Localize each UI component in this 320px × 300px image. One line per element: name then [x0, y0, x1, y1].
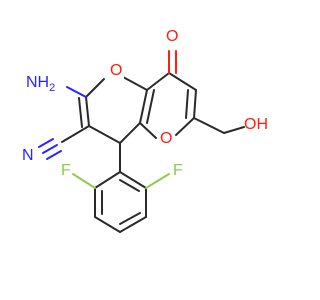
- amino-label: NH2: [26, 74, 55, 94]
- bond-c8a-c8: [146, 72, 170, 91]
- bond-nitrile-triple-2: [46, 150, 62, 160]
- nitrile-nitrogen-label: N: [22, 147, 34, 164]
- bond-ar6-f: [145, 173, 170, 189]
- bond-c3-cn: [61, 125, 90, 143]
- bond-c4a-c8a-double: [146, 89, 155, 124]
- fluorine-right-label: F: [173, 162, 183, 179]
- bond-c4a-c8a: [139, 89, 148, 124]
- bond-c8-c7: [168, 72, 197, 91]
- bond-ar1-ar2: [94, 171, 121, 189]
- bond-ar4-ar5: [119, 216, 147, 233]
- bond-c2-c3-double: [78, 97, 83, 128]
- bond-ar6-ar1-double: [119, 179, 140, 192]
- bond-ar6-ar1: [119, 171, 147, 189]
- bond-o1-c8a: [122, 76, 148, 91]
- hydroxyl-label: OH: [244, 116, 268, 133]
- chemical-structure-diagram: NH2 O O O OH N F F: [22, 28, 268, 233]
- bond-ar2-f: [72, 173, 96, 189]
- bond-ch2-oh: [223, 126, 245, 134]
- carbonyl-oxygen-label: O: [166, 28, 178, 45]
- bond-nitrile-triple-1: [42, 144, 58, 154]
- bond-c2-o1: [85, 78, 105, 98]
- bond-c7-c6: [193, 89, 197, 119]
- bond-o5-c4a: [139, 122, 157, 139]
- bond-c6-ch2: [193, 117, 225, 134]
- bond-ar4-ar5-double: [119, 212, 141, 225]
- bond-c7-c6-double: [185, 89, 189, 119]
- bond-c2-n: [66, 86, 87, 98]
- atom-label-layer: NH2 O O O OH N F F: [22, 28, 268, 179]
- bond-layer: [38, 50, 245, 233]
- oxygen-top-bg: [108, 61, 124, 79]
- bond-c6-o5: [175, 117, 195, 136]
- fluorine-left-label: F: [61, 162, 71, 179]
- bond-ar3-ar4: [94, 216, 121, 233]
- bond-nitrile-triple-3: [38, 138, 54, 148]
- ring-oxygen-bottom-label: O: [160, 130, 172, 147]
- ring-oxygen-top-label: O: [110, 62, 122, 79]
- bond-c2-c3: [85, 96, 90, 127]
- oxygen-bottom-bg: [158, 129, 174, 147]
- bond-c4-c4a: [119, 122, 141, 144]
- bond-c3-c4: [88, 125, 121, 144]
